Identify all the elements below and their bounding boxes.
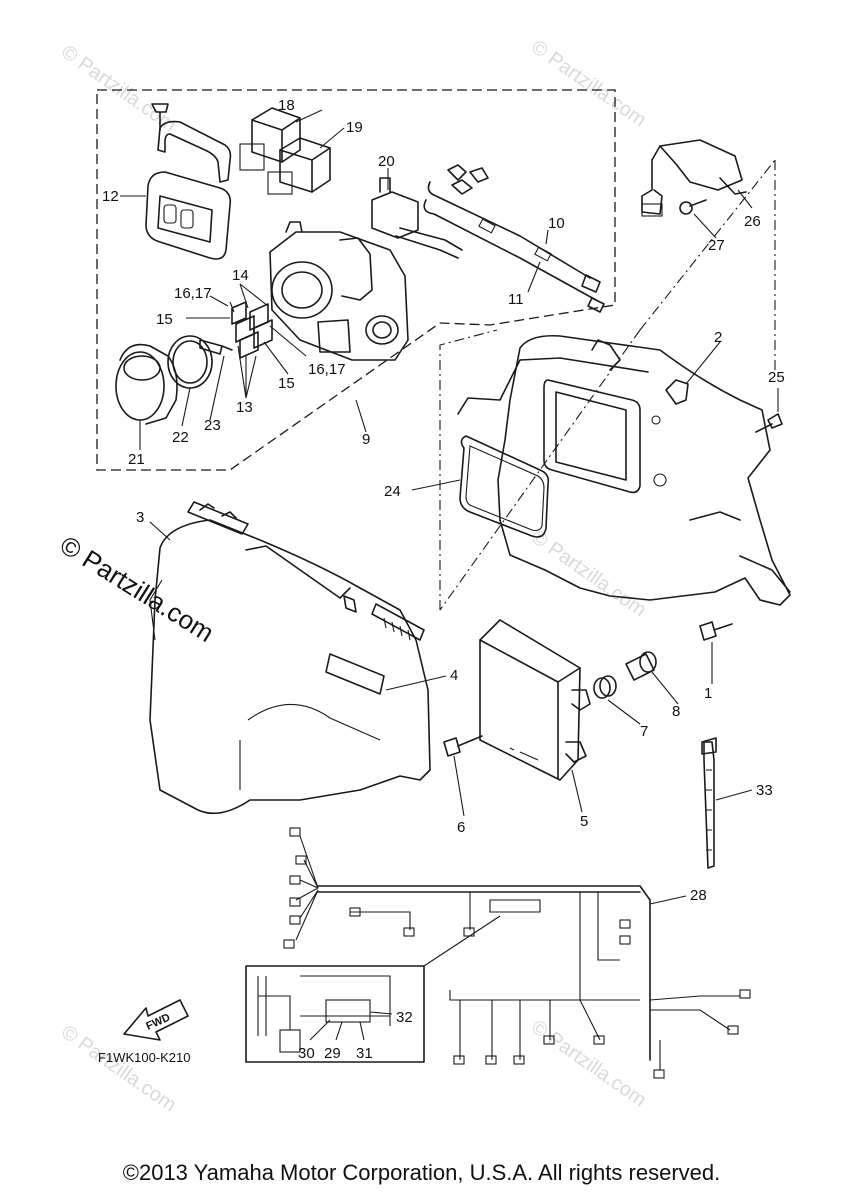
electrical-box-boundary xyxy=(439,159,776,611)
callout-19: 19 xyxy=(346,119,363,136)
callout-8: 8 xyxy=(672,703,680,720)
callout-9: 9 xyxy=(362,431,370,448)
callout-5: 5 xyxy=(580,813,588,830)
callout-20: 20 xyxy=(378,153,395,170)
leader-lines xyxy=(120,109,779,1041)
callout-4: 4 xyxy=(450,667,458,684)
part-13-14-connectors xyxy=(231,301,273,359)
part-27-bolt xyxy=(679,199,707,215)
watermark-text: © Partzilla.com xyxy=(527,1016,650,1111)
callout-3: 3 xyxy=(136,509,144,526)
fwd-label: FWD xyxy=(144,1012,172,1033)
callout-32: 32 xyxy=(396,1009,413,1026)
part-28-wire-harness xyxy=(283,827,751,1079)
callout-18: 18 xyxy=(278,97,295,114)
throttle-body xyxy=(269,221,409,361)
callout-14: 14 xyxy=(232,267,249,284)
callout-28: 28 xyxy=(690,887,707,904)
watermark-main: © Partzilla.com xyxy=(55,530,219,648)
part-18-19-relays xyxy=(239,107,331,195)
callout-23: 23 xyxy=(204,417,221,434)
callout-16-17b: 16,17 xyxy=(308,361,346,378)
part-3-cover xyxy=(149,501,431,815)
callout-29: 29 xyxy=(324,1045,341,1062)
callout-25: 25 xyxy=(768,369,785,386)
callout-labels: 1 2 3 4 5 6 7 8 9 10 11 12 13 14 15 15 1… xyxy=(102,97,785,1062)
callout-10: 10 xyxy=(548,215,565,232)
electrical-box-housing xyxy=(457,334,791,606)
callout-12: 12 xyxy=(102,188,119,205)
part-20-sensor xyxy=(371,177,463,259)
part-22-oring xyxy=(167,335,213,389)
part-25-screw xyxy=(755,413,783,433)
callout-15a: 15 xyxy=(156,311,173,328)
callout-2: 2 xyxy=(714,329,722,346)
callout-33: 33 xyxy=(756,782,773,799)
callout-26: 26 xyxy=(744,213,761,230)
subassembly-boundary xyxy=(96,89,616,471)
callout-21: 21 xyxy=(128,451,145,468)
callout-6: 6 xyxy=(457,819,465,836)
callout-31: 31 xyxy=(356,1045,373,1062)
callout-22: 22 xyxy=(172,429,189,446)
copyright-notice: ©2013 Yamaha Motor Corporation, U.S.A. A… xyxy=(122,1160,721,1185)
part-26-sensor xyxy=(641,139,747,217)
part-33-cable-tie xyxy=(701,737,717,869)
part-24-gasket xyxy=(459,435,550,538)
callout-1: 1 xyxy=(704,685,712,702)
callout-27: 27 xyxy=(708,237,725,254)
watermark-text: © Partzilla.com xyxy=(527,36,650,131)
callout-13: 13 xyxy=(236,399,253,416)
part-5-ecm xyxy=(479,619,591,781)
part-1-bolt xyxy=(699,621,733,641)
part-12-assembly xyxy=(145,103,232,260)
callout-7: 7 xyxy=(640,723,648,740)
callout-24: 24 xyxy=(384,483,401,500)
callout-15b: 15 xyxy=(278,375,295,392)
part-8-collar xyxy=(625,651,657,681)
part-7-grommet xyxy=(593,675,617,699)
watermark-text: © Partzilla.com xyxy=(57,1021,180,1116)
fwd-arrow: FWD xyxy=(123,999,189,1041)
watermark-layer: © Partzilla.com © Partzilla.com © Partzi… xyxy=(55,36,650,1116)
callout-11: 11 xyxy=(508,291,524,308)
part-10-11-cables xyxy=(423,164,605,313)
callout-30: 30 xyxy=(298,1045,315,1062)
watermark-text: © Partzilla.com xyxy=(527,526,650,621)
harness-detail-inset xyxy=(245,915,501,1063)
watermark-text: © Partzilla.com xyxy=(57,41,180,136)
part-6-bolt xyxy=(443,735,483,757)
figure-code: F1WK100-K210 xyxy=(98,1050,191,1065)
callout-16-17a: 16,17 xyxy=(174,285,212,302)
